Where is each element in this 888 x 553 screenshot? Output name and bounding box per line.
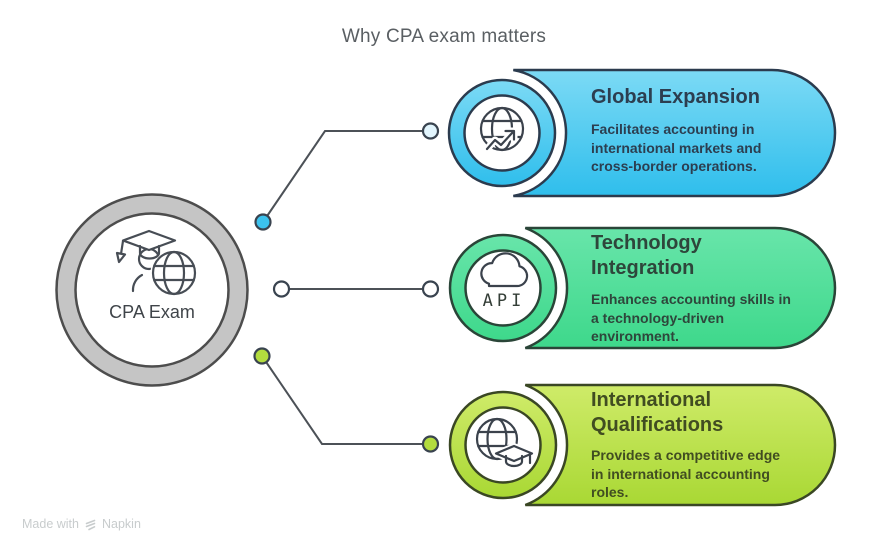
dot-lime-start <box>253 347 271 365</box>
connector-international-qualifications <box>261 355 423 445</box>
connector-global-expansion <box>262 130 423 223</box>
graduate-with-globe-icon <box>115 229 198 297</box>
center-node <box>55 193 249 387</box>
dot-green-end <box>421 280 440 298</box>
connector-lines <box>261 130 423 445</box>
card-body-international-qualifications: Provides a competitive edge in internati… <box>591 447 781 500</box>
center-node-label: CPA Exam <box>109 302 195 322</box>
dot-lime-end <box>421 435 440 453</box>
globe-graduation-cap-icon <box>475 417 535 468</box>
dot-blue-start <box>254 213 272 231</box>
dot-green-start <box>272 280 291 298</box>
connector-endpoint-dots <box>253 122 440 453</box>
napkin-watermark-link[interactable]: Made with Napkin <box>22 517 141 531</box>
card-body-technology-integration: Enhances accounting skills in a technolo… <box>591 291 791 344</box>
card-shape-global-expansion <box>447 68 837 198</box>
napkin-logo-icon <box>85 519 96 530</box>
card-title-international-qualifications: International Qualifications <box>591 389 724 436</box>
card-body-global-expansion: Facilitates accounting in international … <box>591 121 762 174</box>
globe-growth-arrow-icon <box>479 106 525 153</box>
cloud-api-icon <box>480 252 529 288</box>
card-shape-international-qualifications <box>448 383 837 507</box>
card-title-technology-integration: Technology Integration <box>591 232 702 279</box>
watermark-prefix: Made with <box>22 517 79 531</box>
card-title-global-expansion: Global Expansion <box>591 86 760 108</box>
diagram-title: Why CPA exam matters <box>341 26 547 47</box>
card-shape-technology-integration <box>448 226 837 350</box>
dot-blue-end <box>421 122 440 140</box>
watermark-brand: Napkin <box>101 517 141 531</box>
cloud-api-icon-label: API <box>482 291 526 311</box>
